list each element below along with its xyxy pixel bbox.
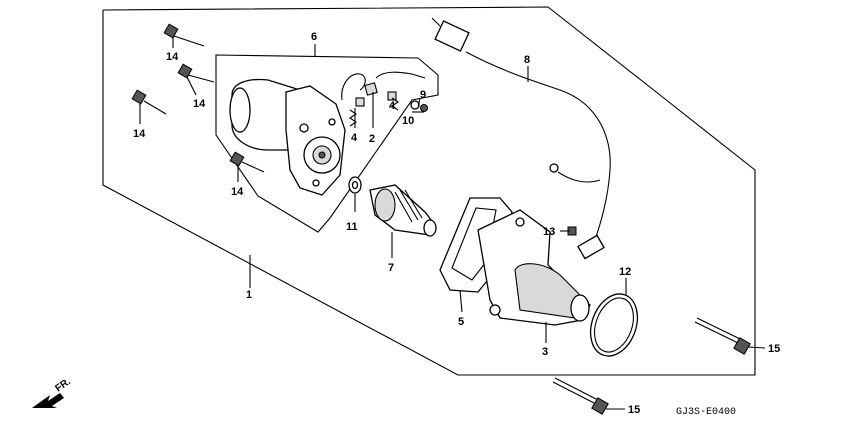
gear-case-cover [477,209,591,326]
arrow-icon [32,393,64,408]
callout-14d: 14 [231,186,244,198]
brush-4-right [387,91,397,101]
assembly-frame [102,6,756,376]
callout-11: 11 [346,221,358,233]
callout-5: 5 [458,316,464,328]
callout-14a: 14 [166,51,179,63]
starter-motor [229,78,346,196]
drive-pinion [369,184,437,237]
nut-10 [420,104,428,112]
brush-4-left [355,97,365,107]
callout-1: 1 [246,289,252,301]
diagram-code: GJ3S-E0400 [676,407,736,418]
callout-15b: 15 [628,404,640,416]
bolt-14-d [229,151,265,173]
front-arrow: FR. [32,376,73,408]
callout-12: 12 [619,266,631,278]
subassembly-frame [215,54,439,233]
callout-7: 7 [388,262,394,274]
callout-8: 8 [524,54,530,66]
callout-13: 13 [543,226,555,238]
leader-lines [139,37,766,410]
bolt-14-a [163,23,205,47]
wire-lead-1 [341,73,366,101]
callout-4b: 4 [389,100,396,112]
bolt-14-b [177,63,215,83]
callout-3: 3 [542,346,548,358]
callout-14b: 14 [193,98,206,110]
front-label: FR. [53,376,73,394]
callout-4a: 4 [351,132,358,144]
callouts: 1 2 3 4 4 5 6 7 8 9 10 11 12 13 14 14 14… [133,31,780,416]
brush-spring-2 [391,97,399,111]
callout-10: 10 [402,115,414,127]
brush-2 [364,82,378,96]
brush-spring-1 [349,109,357,127]
bolt-14-c [131,89,167,115]
bolt-15-b [552,377,609,415]
callout-14c: 14 [133,128,146,140]
bolt-15-a [694,317,751,355]
callout-15a: 15 [768,343,780,355]
callout-9: 9 [420,89,426,101]
wire-lead-2 [375,71,426,79]
switch-harness [431,17,611,260]
callout-6: 6 [311,31,317,43]
callout-2: 2 [369,133,375,145]
